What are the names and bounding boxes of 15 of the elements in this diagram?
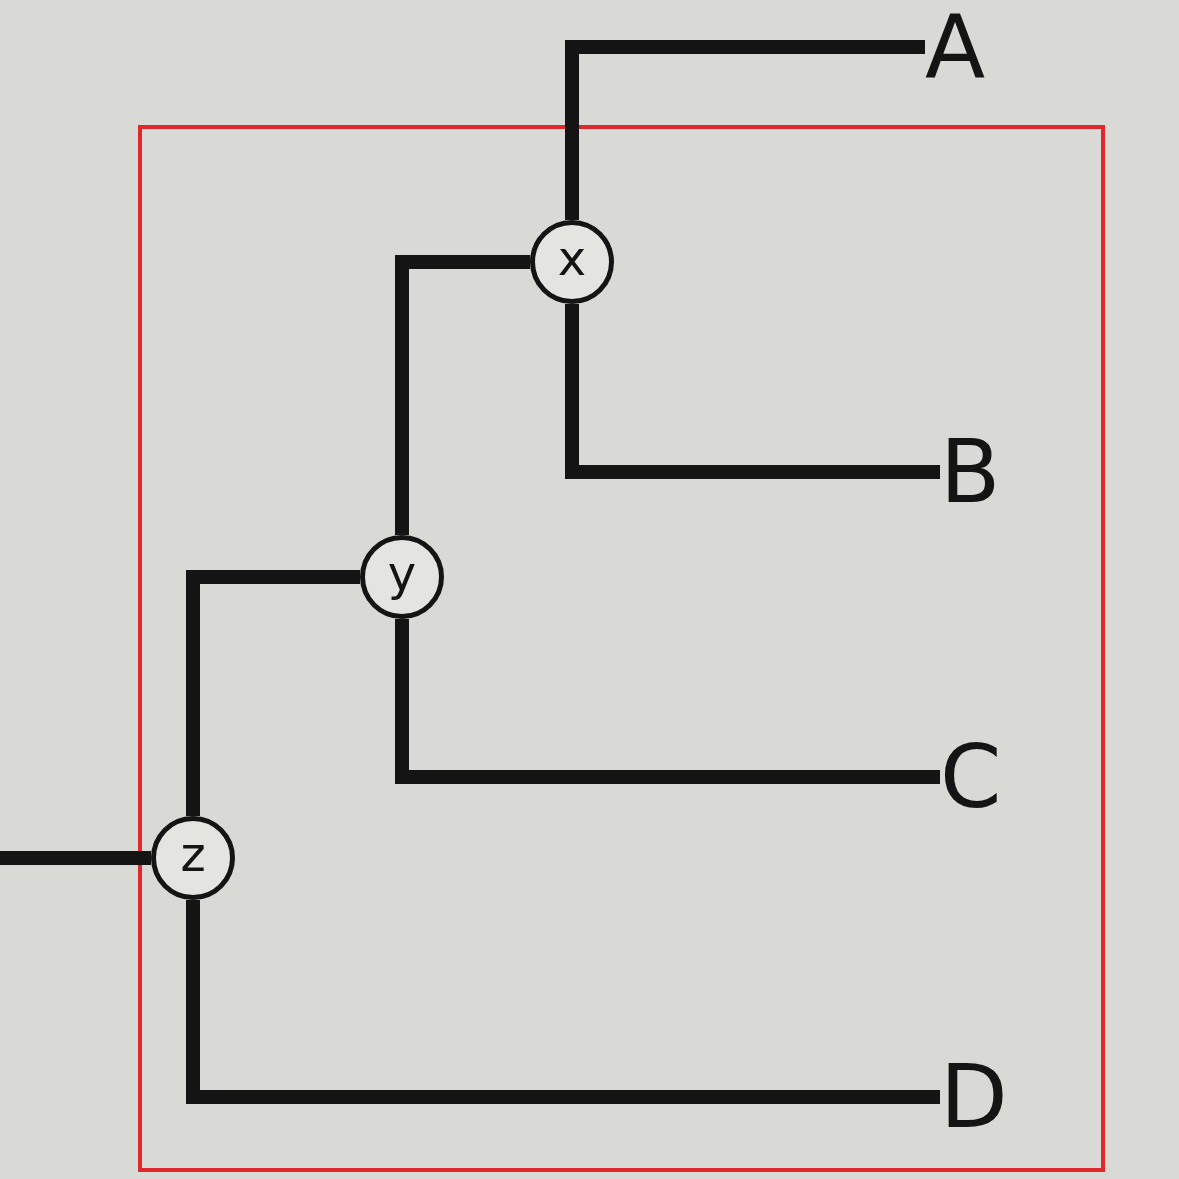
node-circle: y bbox=[360, 535, 444, 619]
highlight-frame bbox=[138, 125, 1105, 1172]
branch-line bbox=[395, 255, 530, 535]
taxon-label: A bbox=[925, 3, 986, 91]
branch-line bbox=[565, 40, 925, 220]
node-circle: x bbox=[530, 220, 614, 304]
taxon-label: C bbox=[940, 733, 1002, 821]
branch-line bbox=[565, 304, 940, 479]
taxon-label: D bbox=[940, 1053, 1008, 1141]
node-circle: z bbox=[151, 816, 235, 900]
taxon-label: B bbox=[940, 428, 1001, 516]
branch-line bbox=[395, 619, 940, 784]
branch-line bbox=[0, 851, 151, 865]
branch-line bbox=[186, 570, 360, 816]
branch-line bbox=[186, 900, 940, 1104]
